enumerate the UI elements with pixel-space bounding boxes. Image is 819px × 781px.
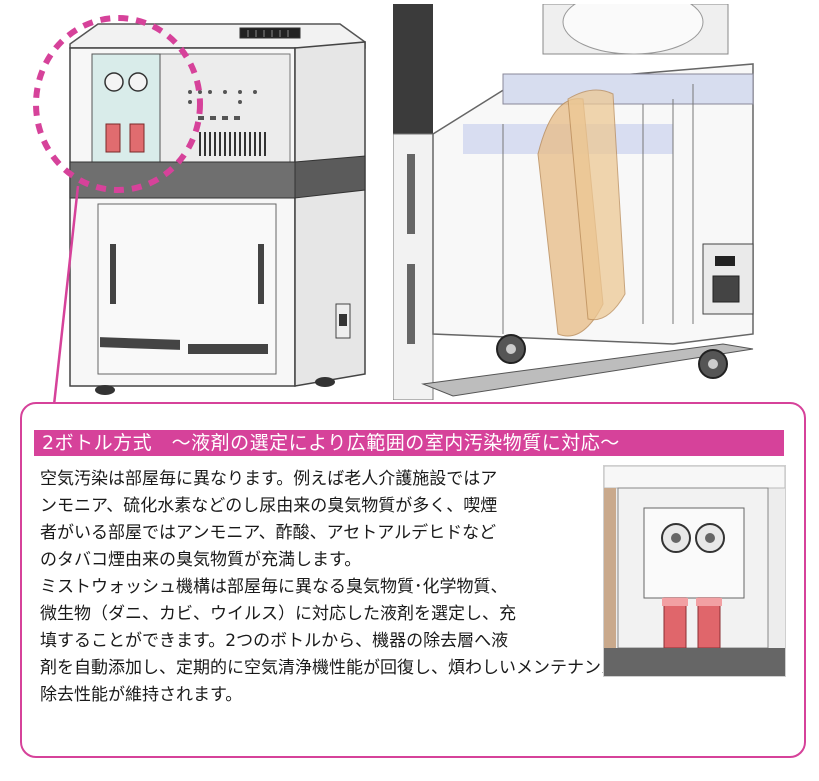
description-line: ンモニア、硫化水素などのし尿由来の臭気物質が多く、喫煙 <box>40 496 498 516</box>
highlight-circle <box>33 15 203 193</box>
interior-cutaway-drawing <box>393 4 754 400</box>
description-line: 微生物（ダニ、カビ、ウイルス）に対応した液剤を選定し、充 <box>40 604 516 624</box>
feature-headline: 2ボトル方式 ～液剤の選定により広範囲の室内汚染物質に対応～ <box>34 430 784 456</box>
description-line: 者がいる部屋ではアンモニア、酢酸、アセトアルデヒドなど <box>40 523 497 543</box>
device-interior-illustration <box>393 4 783 400</box>
bottle-closeup-photo <box>603 465 786 677</box>
feature-description: 空気汚染は部屋毎に異なります。例えば老人介護施設ではア ンモニア、硫化水素などの… <box>40 466 780 709</box>
description-line: 填することができます。2つのボトルから、機器の除去層へ液 <box>40 631 509 651</box>
description-line: ミストウォッシュ機構は部屋毎に異なる臭気物質･化学物質、 <box>40 577 508 597</box>
description-line: 空気汚染は部屋毎に異なります。例えば老人介護施設ではア <box>40 469 498 489</box>
description-line: 除去性能が維持されます。 <box>40 685 243 705</box>
description-line: 剤を自動添加し、定期的に空気清浄機性能が回復し、煩わしいメンテナンスなしに <box>40 658 669 678</box>
device-exterior-illustration <box>10 4 385 400</box>
air-purifier-drawing <box>33 15 366 395</box>
bottle-closeup-drawing <box>604 466 785 676</box>
description-line: のタバコ煙由来の臭気物質が充満します。 <box>40 550 362 570</box>
